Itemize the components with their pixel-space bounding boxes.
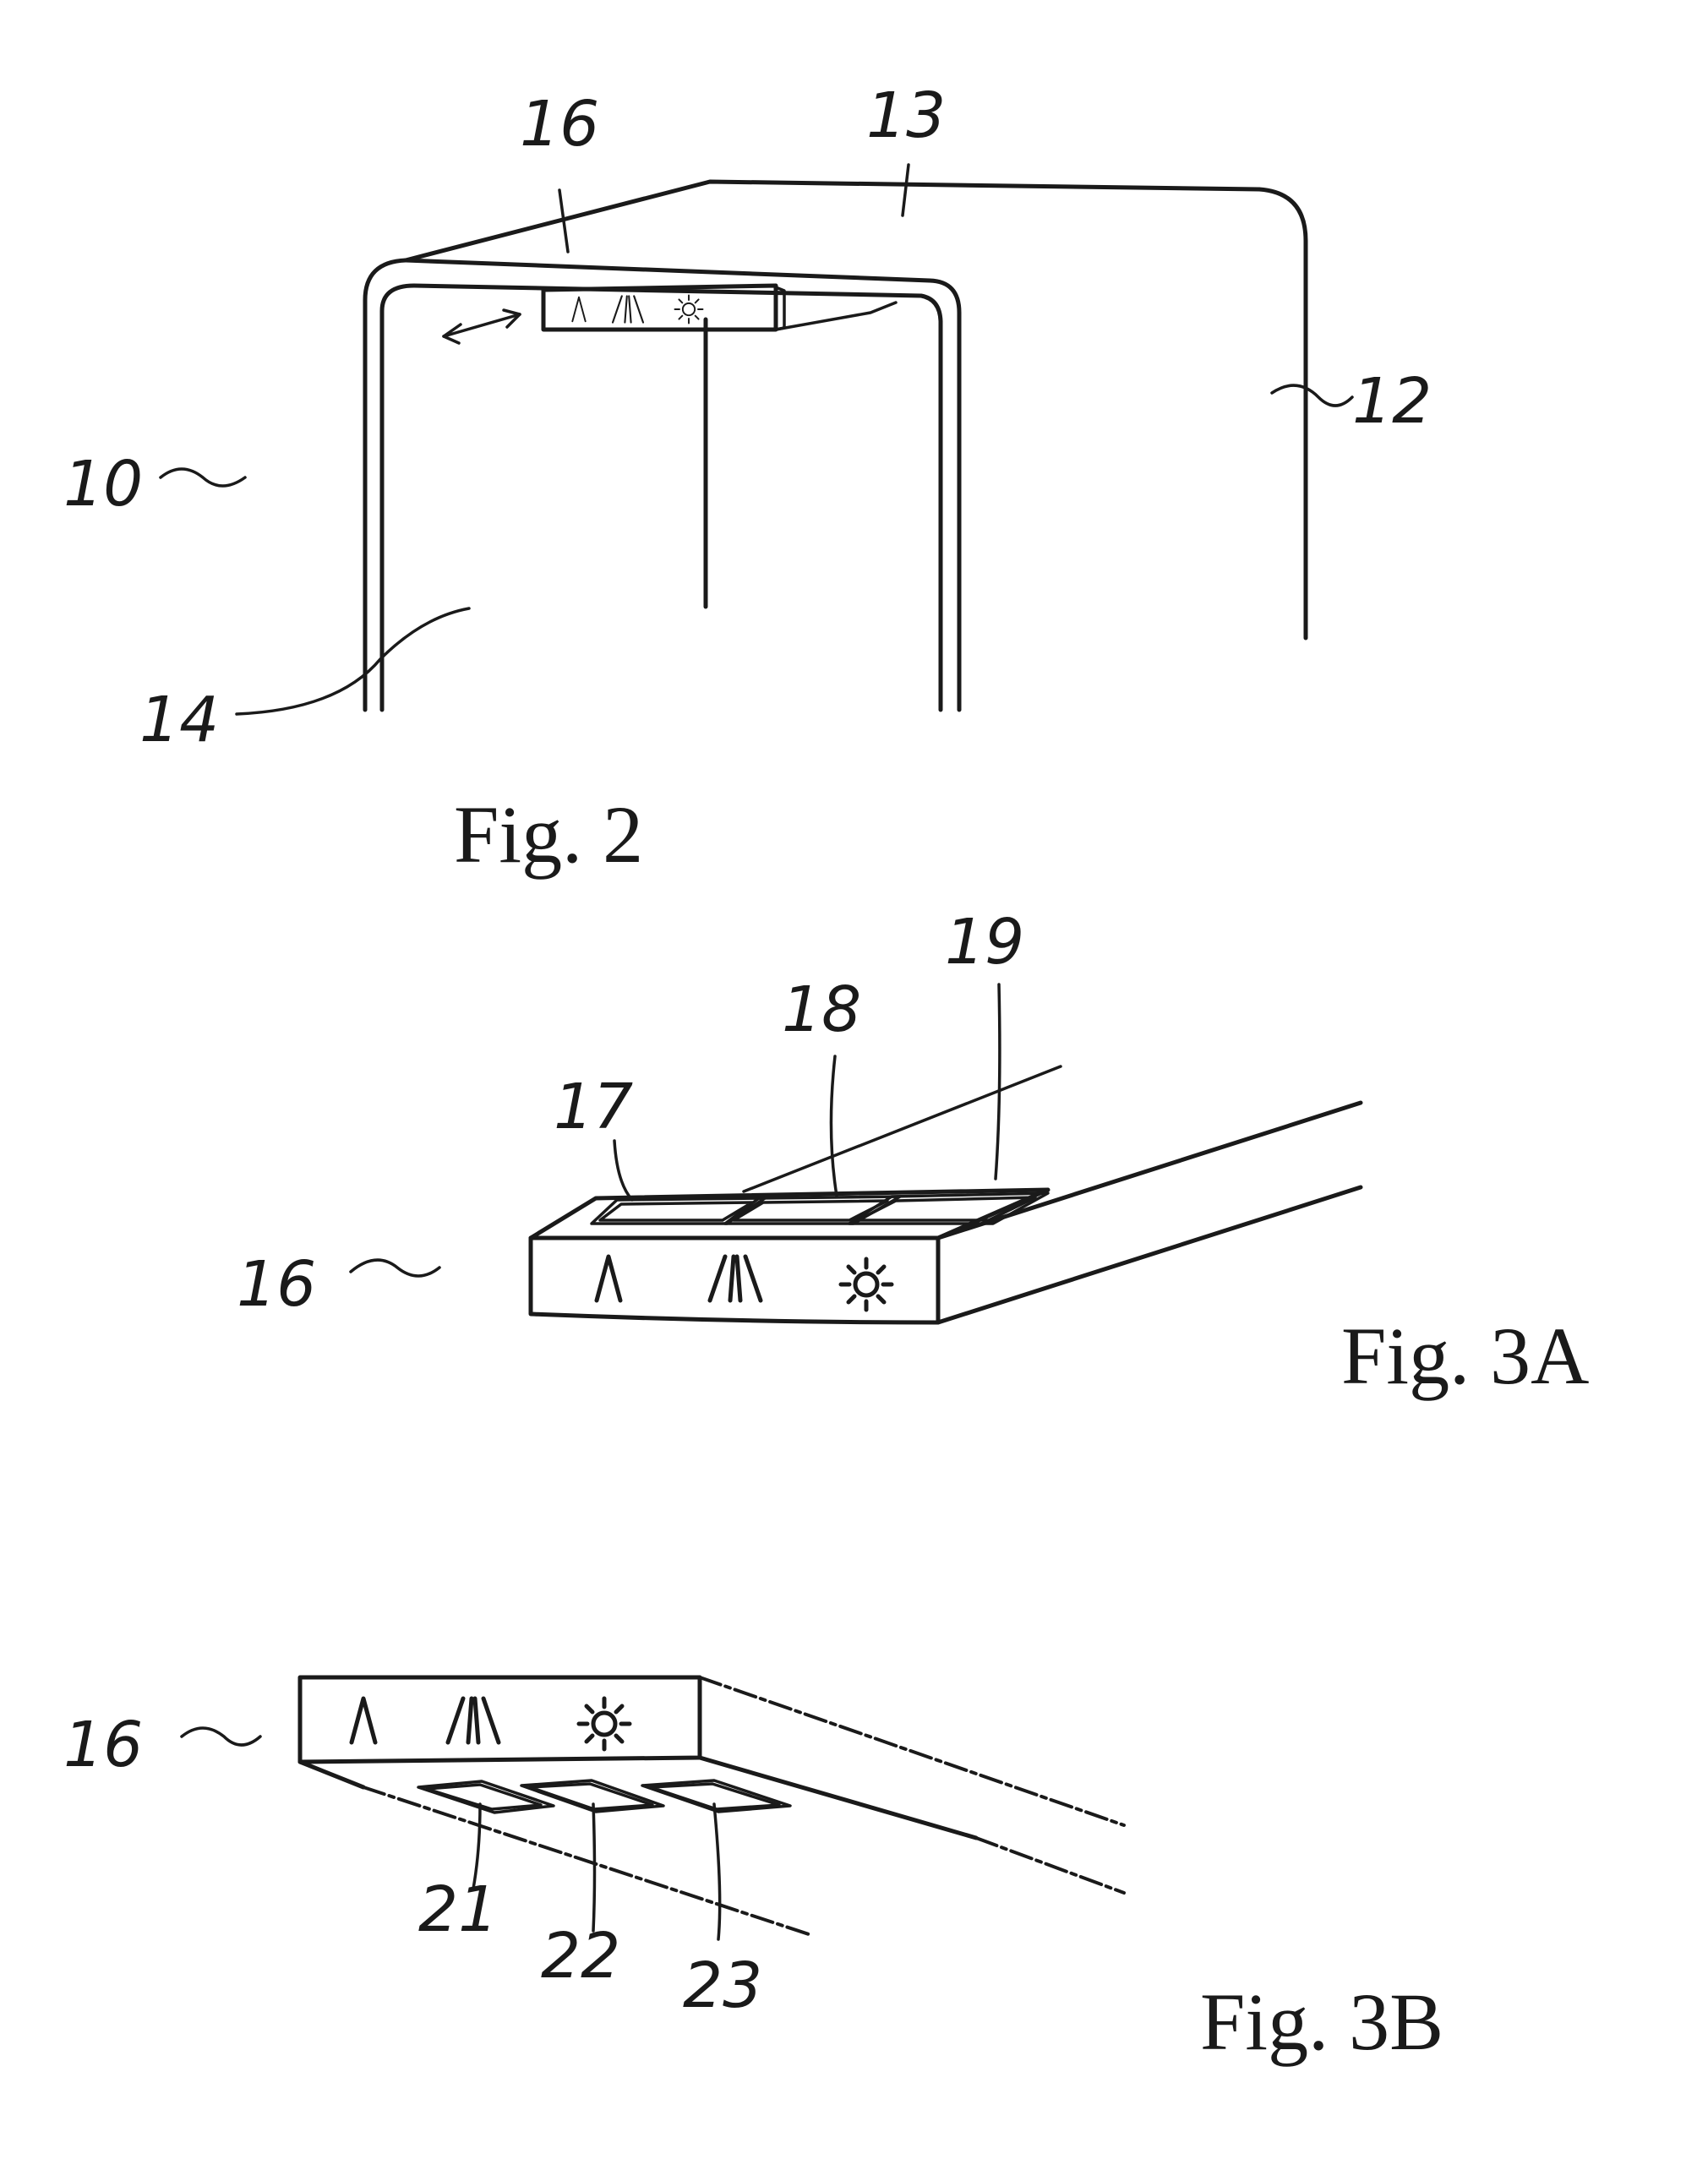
ref-pad-a: 21 [418,1873,498,1946]
control-bar-3b [300,1677,976,1838]
caption-fig-2: Fig. 2 [454,789,643,880]
fan-low-icon [352,1698,375,1742]
ref-control-unit: 16 [237,1248,316,1321]
caption-fig-3b: Fig. 3B [1200,1976,1443,2067]
light-icon [579,1698,630,1749]
fan-high-icon [448,1698,499,1742]
ref-top-panel: 13 [866,79,946,152]
caption-fig-3a: Fig. 3A [1341,1311,1589,1401]
control-bar-3a [531,1103,1361,1322]
ref-cell-b: 18 [782,973,861,1046]
pads-3b [418,1780,790,1813]
light-icon [841,1259,892,1310]
figure-3b: 21 22 23 16 Fig. 3B [63,1677,1443,2067]
ref-door: 14 [139,684,219,756]
ref-control-unit: 16 [520,88,599,161]
ref-side-panel: 12 [1352,365,1432,438]
fan-high-icon [613,296,643,322]
leader-lines-fig2 [161,165,1352,714]
cabinet-outline [365,182,1306,710]
ref-pad-b: 22 [541,1920,620,1993]
fan-low-icon [572,297,585,322]
fan-high-icon [710,1257,761,1300]
double-arrow-icon [444,310,520,343]
ref-device: 10 [63,448,143,521]
ref-cell-c: 19 [945,906,1024,979]
light-icon [675,296,703,324]
ref-control-unit: 16 [63,1709,143,1781]
figure-3a: 17 18 19 16 Fig. 3A [237,906,1589,1401]
ref-pad-c: 23 [683,1949,762,2022]
fan-low-icon [597,1257,620,1300]
figure-2: 16 13 12 10 14 Fig. 2 [63,79,1432,880]
ref-cell-a: 17 [554,1071,633,1143]
